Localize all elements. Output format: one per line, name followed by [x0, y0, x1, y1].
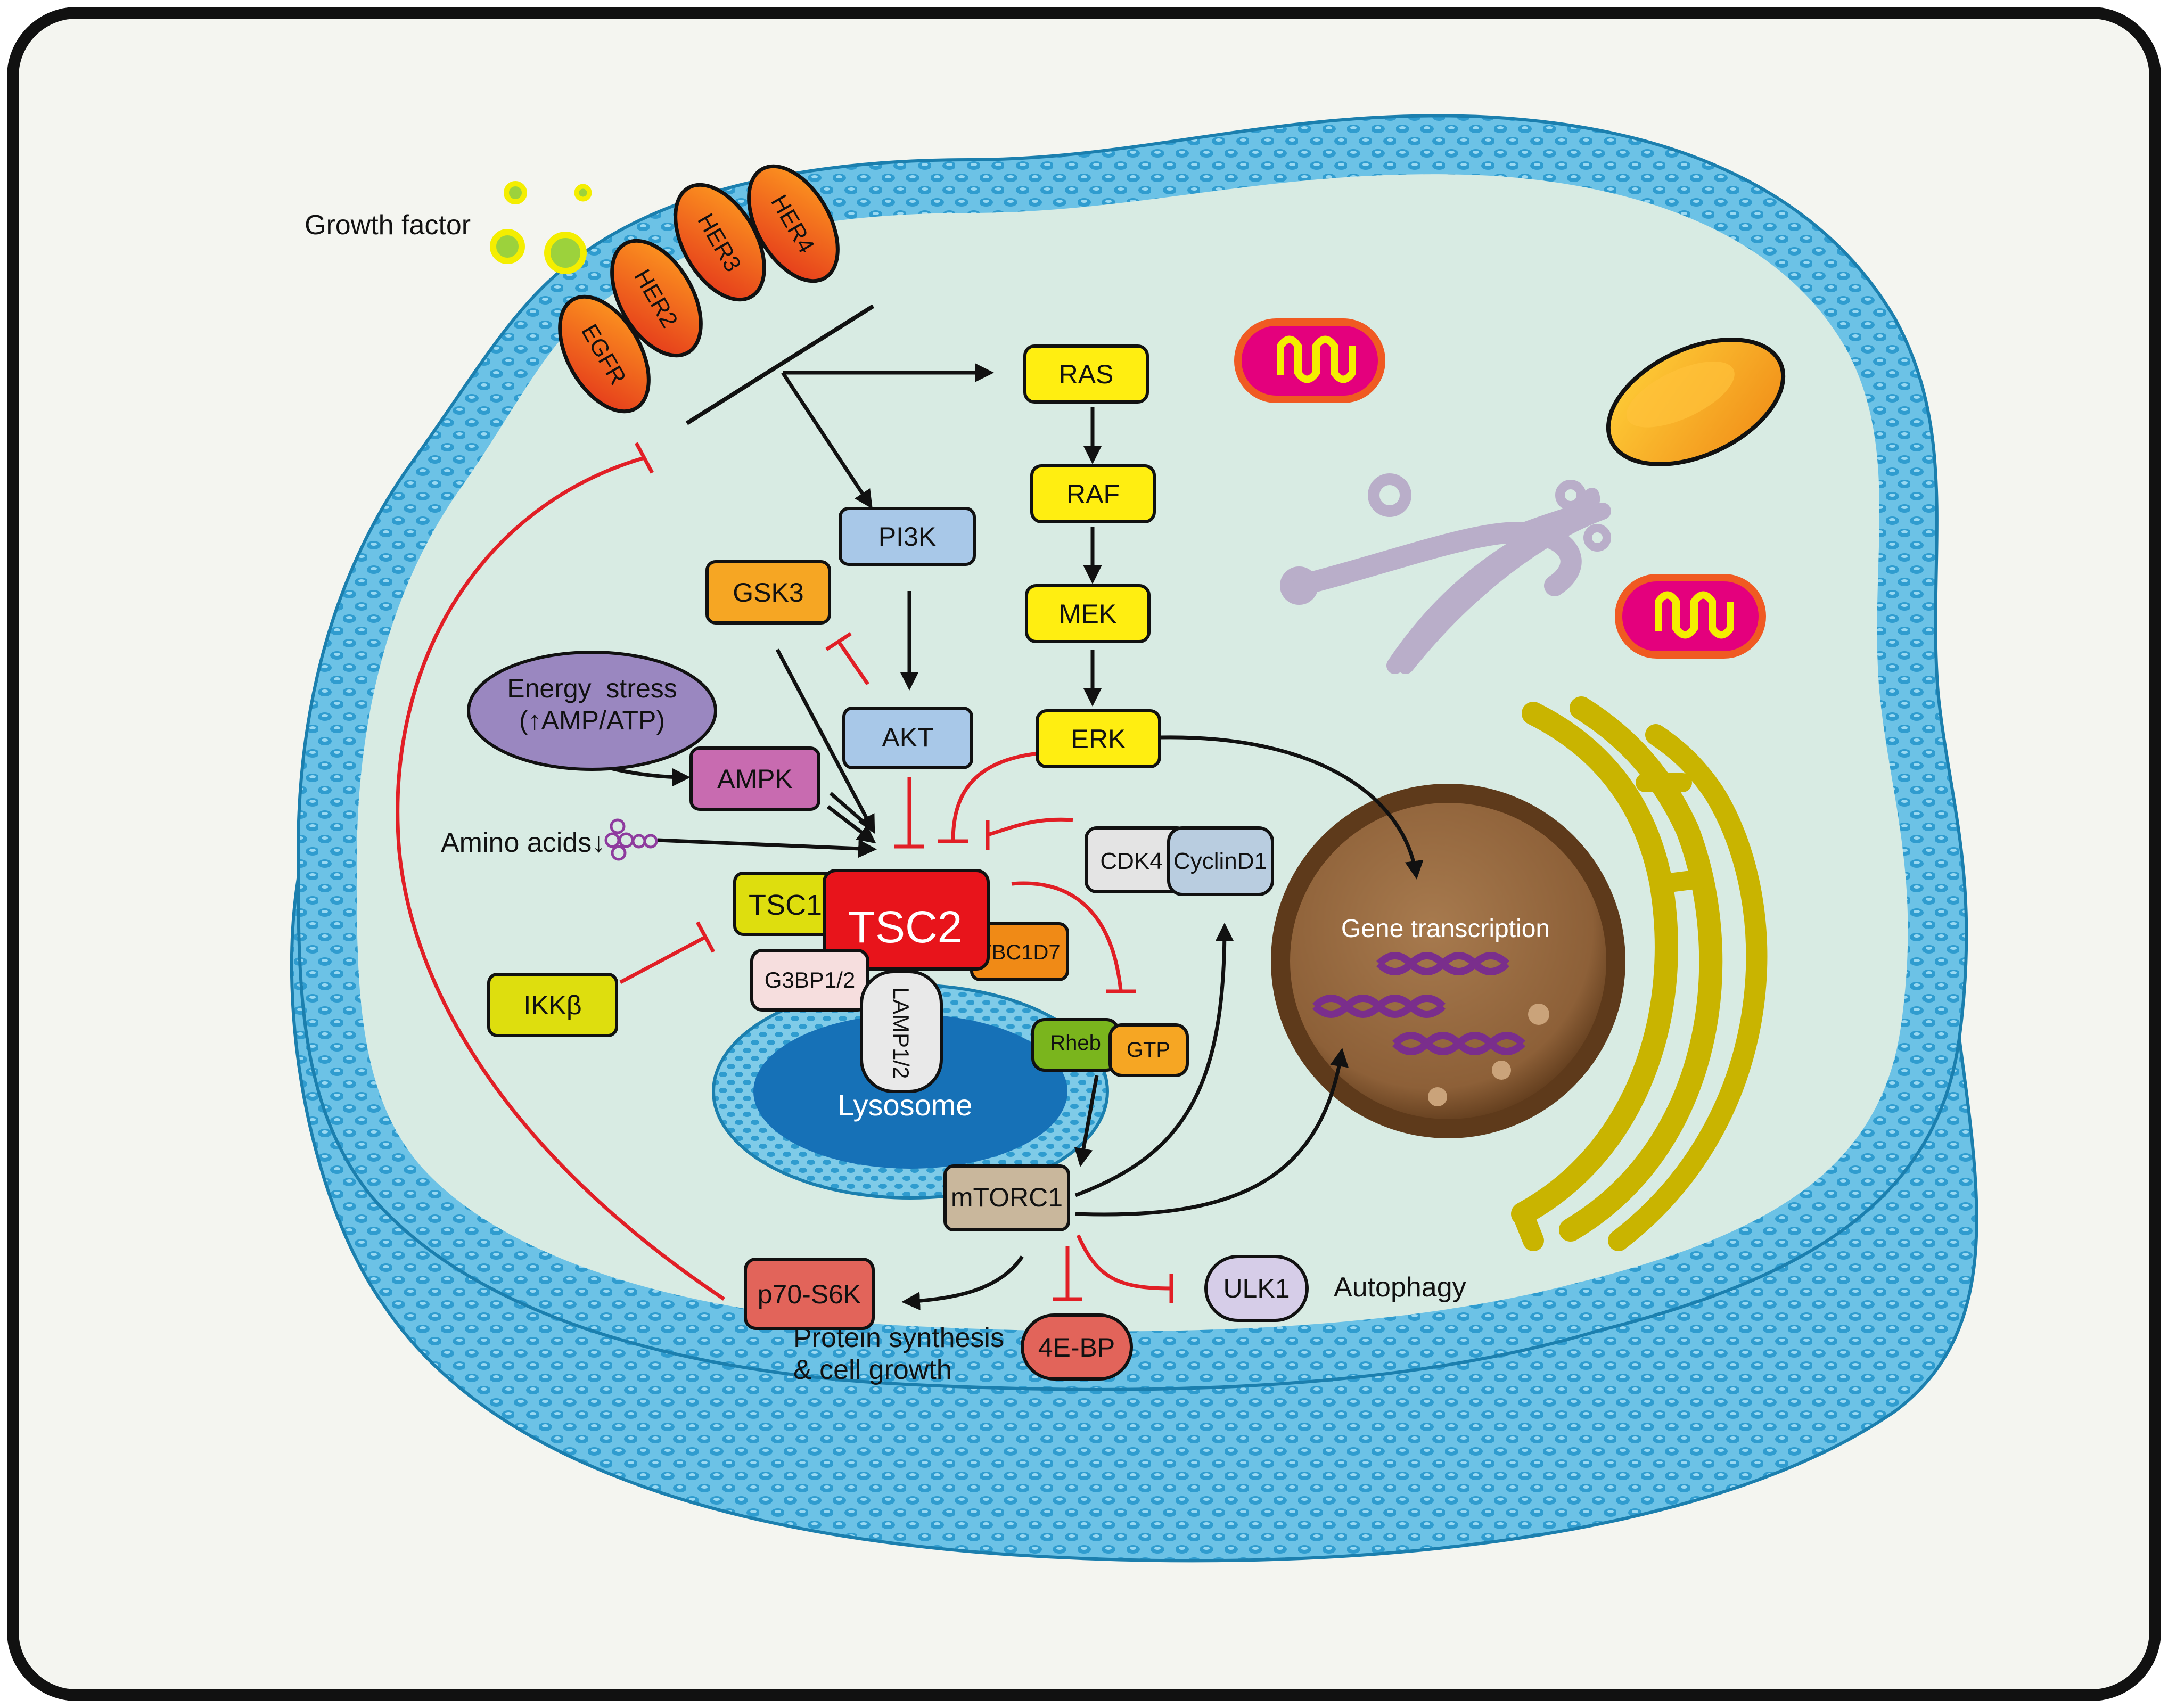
inhibit-ikkb-tsc	[619, 935, 707, 984]
arrow-amino-tsc	[657, 838, 877, 858]
node-lamp: LAMP1/2	[860, 970, 943, 1093]
node-cdk4: CDK4	[1085, 826, 1189, 893]
node-ampk-label: AMPK	[717, 764, 793, 794]
node-g3bp: G3BP1/2	[750, 949, 869, 1012]
inhibit-cdk4-tsc	[987, 817, 1073, 837]
node-4ebp: 4E-BP	[1021, 1313, 1133, 1381]
arrow-mtorc1-p70s6k	[901, 1255, 1024, 1311]
autophagy-label: Autophagy	[1334, 1272, 1466, 1303]
node-ampk: AMPK	[689, 746, 820, 811]
node-pi3k: PI3K	[839, 507, 976, 566]
growth-factor-dot	[490, 229, 525, 264]
arrow-rheb-mtorc1	[1074, 1075, 1099, 1167]
node-tsc1: TSC1	[733, 872, 837, 936]
inhibit-erk-tsc	[951, 751, 1039, 842]
node-p70s6k: p70-S6K	[744, 1258, 875, 1330]
inhibit-tsc2-rheb	[1011, 881, 1123, 991]
node-rheb: Rheb	[1031, 1018, 1120, 1072]
node-ras-label: RAS	[1059, 359, 1114, 389]
inhibit-mtorc1-ulk1	[1076, 1234, 1172, 1291]
protein-synthesis-line1: Protein synthesis	[793, 1323, 1004, 1353]
node-tbc1d7-label: TBC1D7	[979, 941, 1060, 964]
arrow-akt-tsc-black	[829, 792, 875, 832]
endoplasmic-reticulum	[1511, 696, 1768, 1251]
node-rheb-label: Rheb	[1050, 1031, 1101, 1055]
arrow-ampk-tsc	[826, 805, 876, 844]
node-ikkb: IKKβ	[487, 973, 618, 1037]
receptor-signal-bar	[685, 304, 875, 425]
growth-factor-dot	[574, 184, 592, 202]
inhibit-p70-egfr-bar	[634, 442, 654, 474]
receptor-her2: HER2	[610, 239, 703, 358]
node-g3bp-label: G3BP1/2	[765, 967, 855, 992]
node-erk-label: ERK	[1071, 724, 1126, 754]
mitochondrion-1	[1234, 318, 1385, 403]
energy-stress-line2: (↑AMP/ATP)	[519, 705, 665, 735]
node-tsc2-label: TSC2	[848, 902, 963, 952]
arrow-mtorc1-cyclin	[1074, 923, 1234, 1197]
node-ikkb-label: IKKβ	[523, 990, 581, 1020]
node-lamp-label: LAMP1/2	[889, 987, 914, 1079]
arrow-erk-nucleus	[1160, 735, 1424, 880]
node-cyclind1-label: CyclinD1	[1173, 848, 1267, 874]
arrow-to-pi3k	[781, 372, 873, 509]
node-cyclind1: CyclinD1	[1167, 826, 1274, 896]
lysosome-label: Lysosome	[837, 1088, 972, 1122]
nucleolus-dots	[1428, 1004, 1549, 1106]
node-p70s6k-label: p70-S6K	[758, 1279, 861, 1309]
node-mek-label: MEK	[1059, 599, 1116, 629]
mitochondrion-2	[1615, 574, 1766, 659]
receptor-her3: HER3	[674, 183, 766, 302]
growth-factor-dot	[544, 232, 587, 274]
growth-factor-molecules	[490, 181, 592, 274]
dna-icon	[1312, 952, 1525, 1055]
node-gsk3: GSK3	[705, 560, 831, 625]
receptor-egfr: EGFR	[558, 294, 651, 414]
node-tsc2: TSC2	[823, 869, 990, 971]
amino-acid-icon	[604, 818, 658, 861]
protein-synthesis-line2: & cell growth	[793, 1354, 952, 1385]
node-4ebp-label: 4E-BP	[1038, 1333, 1115, 1362]
node-mtorc1: mTORC1	[943, 1164, 1070, 1231]
receptors: EGFR HER2 HER3 HER4	[558, 164, 840, 414]
node-raf-label: RAF	[1066, 479, 1120, 509]
node-cdk4-label: CDK4	[1100, 848, 1162, 874]
node-energy-stress: Energy stress (↑AMP/ATP)	[467, 651, 717, 771]
golgi-apparatus	[1280, 473, 1611, 674]
inhibit-p70-egfr	[396, 456, 725, 1301]
node-akt-label: AKT	[882, 722, 933, 752]
node-tsc1-label: TSC1	[749, 889, 822, 921]
node-raf: RAF	[1030, 464, 1156, 523]
node-erk: ERK	[1036, 709, 1161, 768]
node-mtorc1-label: mTORC1	[951, 1183, 1063, 1212]
arrow-mtorc1-nucleus	[1075, 1048, 1349, 1217]
node-gtp-label: GTP	[1127, 1038, 1170, 1062]
node-ulk1: ULK1	[1204, 1255, 1309, 1322]
inhibit-akt-gsk3-bar	[825, 632, 852, 651]
node-pi3k-label: PI3K	[878, 522, 936, 552]
inhibit-akt-gsk3	[837, 640, 869, 685]
receptor-her4: HER4	[747, 164, 840, 283]
node-ulk1-label: ULK1	[1223, 1274, 1290, 1303]
energy-stress-line1: Energy stress	[507, 674, 677, 703]
gene-transcription-label: Gene transcription	[1341, 915, 1550, 943]
node-gsk3-label: GSK3	[733, 578, 803, 607]
growth-factor-dot	[504, 181, 527, 204]
node-ras: RAS	[1023, 344, 1149, 404]
activation-arrows	[569, 304, 1424, 1311]
amino-acids-label: Amino acids↓	[441, 827, 605, 858]
node-mek: MEK	[1025, 584, 1151, 643]
arrow-gsk3-tsc	[775, 648, 875, 834]
node-gtp: GTP	[1108, 1023, 1189, 1077]
inhibit-ikkb-tsc-bar	[695, 921, 716, 953]
inhibition-lines	[396, 442, 1173, 1303]
membrane-vesicle	[1606, 338, 1786, 466]
node-akt: AKT	[842, 707, 973, 769]
growth-factor-label: Growth factor	[305, 210, 471, 241]
